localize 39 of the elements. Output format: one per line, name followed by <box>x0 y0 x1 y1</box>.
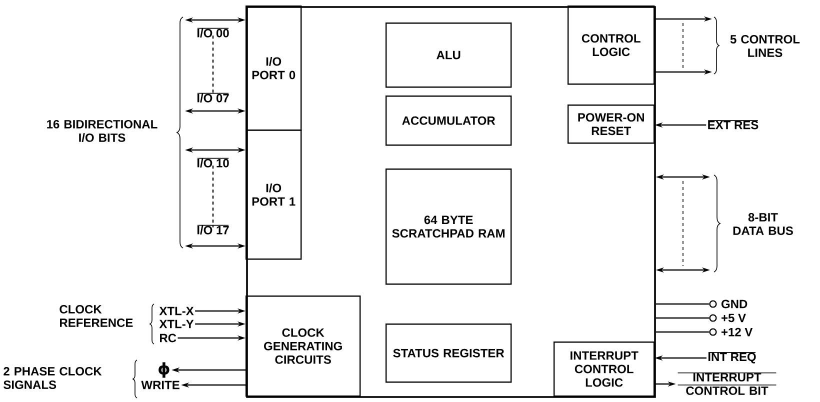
function-block: I/O PORT 0 <box>246 6 302 131</box>
pin-label: +5 V <box>722 314 746 322</box>
function-block: ALU <box>386 22 512 88</box>
signal-label: I/O 00 <box>197 28 229 38</box>
signal-label: RC <box>160 334 176 342</box>
function-block: ACCUMULATOR <box>386 96 512 146</box>
line <box>656 331 710 333</box>
signal-label: ϕ <box>158 362 170 378</box>
signal-label: XTL-X <box>159 306 194 316</box>
signal-label: I/O 07 <box>197 92 229 102</box>
signal-label: 16 BIDIRECTIONAL I/O BITS <box>47 120 158 142</box>
function-block: INTERRUPT CONTROL LOGIC <box>554 342 655 397</box>
signal-label: INTERRUPT CONTROL BIT <box>677 372 777 395</box>
signal-label: INT REQ <box>708 352 756 364</box>
terminal <box>709 328 717 336</box>
function-block: STATUS REGISTER <box>386 324 512 383</box>
chip-outline <box>246 6 656 398</box>
line <box>656 303 710 305</box>
terminal <box>709 300 717 308</box>
signal-label: 8-BIT DATA BUS <box>733 213 793 235</box>
signal-label: XTL-Y <box>159 320 194 328</box>
dashed-line <box>212 166 214 228</box>
signal-label: I/O 17 <box>197 224 229 234</box>
function-block: CONTROL LOGIC <box>568 6 655 85</box>
function-block: POWER-ON RESET <box>568 104 655 144</box>
signal-label: WRITE <box>141 380 180 390</box>
signal-label: 2 PHASE CLOCK SIGNALS <box>4 367 102 389</box>
signal-label: 5 CONTROL LINES <box>730 35 800 57</box>
terminal <box>709 314 717 322</box>
function-block: I/O PORT 1 <box>246 130 302 260</box>
dashed-line <box>212 36 214 96</box>
pin-label: +12 V <box>722 328 753 336</box>
pin-label: GND <box>722 300 748 308</box>
line <box>656 317 710 319</box>
function-block: CLOCK GENERATING CIRCUITS <box>246 296 361 397</box>
function-block: 64 BYTE SCRATCHPAD RAM <box>386 168 512 285</box>
signal-label: CLOCK REFERENCE <box>60 305 133 327</box>
signal-label: EXT RES <box>708 120 758 130</box>
signal-label: I/O 10 <box>197 158 229 168</box>
